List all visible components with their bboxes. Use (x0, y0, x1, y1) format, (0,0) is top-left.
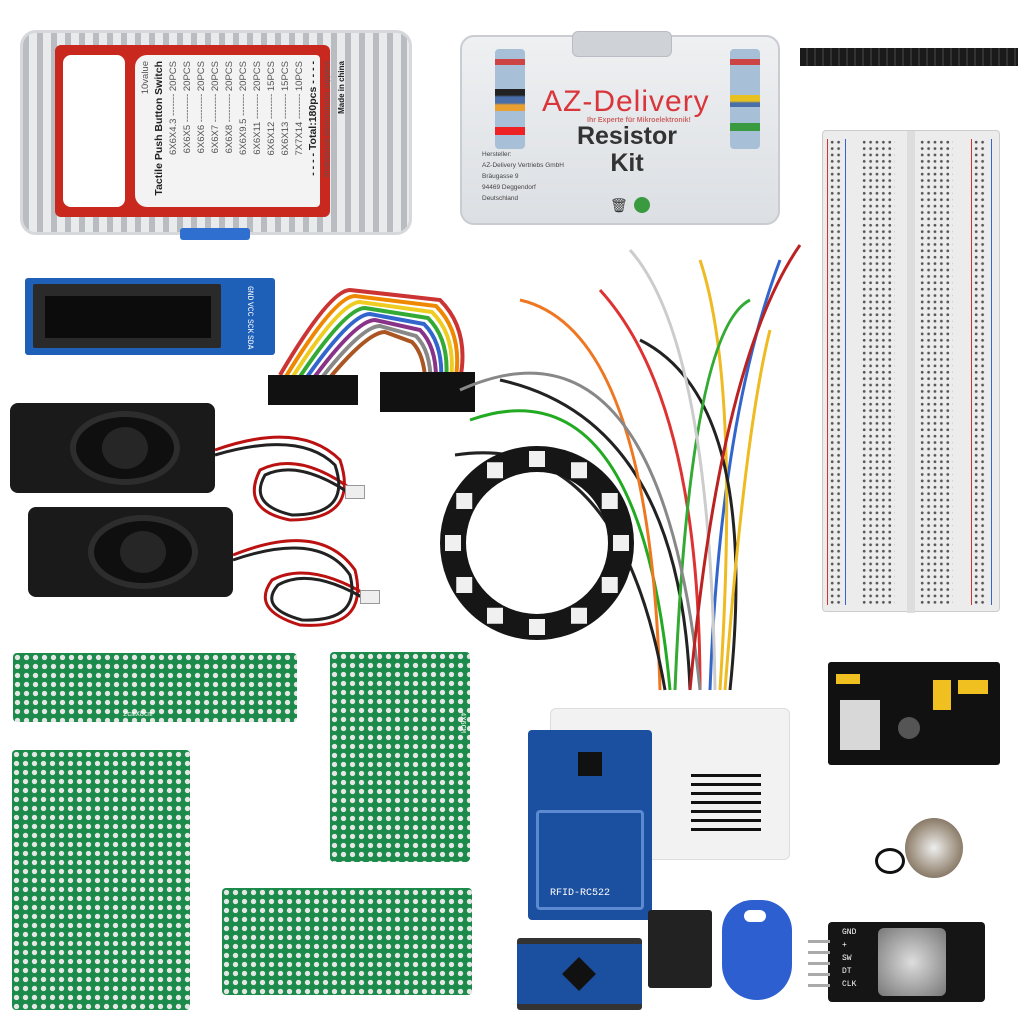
speaker-cables (214, 435, 371, 627)
brand-tagline: Ihr Experte für Mikroelektronik! (587, 117, 691, 124)
ws2812-led (613, 535, 629, 551)
kit-title: Resistor Kit (576, 122, 678, 177)
pin-label: SDA (245, 335, 254, 350)
led-ring (440, 446, 634, 640)
resistor-kit-box: AZ-Delivery Ihr Experte für Mikroelektro… (460, 31, 780, 225)
ws2812-led (571, 462, 587, 479)
breadboard (822, 130, 1000, 613)
pin-label: GND (842, 928, 857, 937)
push-button-label: 10value Tactile Push Button Switch 6X6X4… (55, 45, 346, 217)
ribbon-connectors (268, 375, 358, 405)
switch-diagrams (63, 55, 125, 207)
pin-label: DT (842, 967, 852, 976)
resistor-graphic (730, 49, 760, 149)
perfboard-large (12, 750, 190, 1010)
perfboard-wide (222, 888, 472, 995)
pin-label: + (842, 941, 847, 950)
ws2812-led (445, 535, 461, 551)
metal-push-button (905, 818, 963, 878)
rfid-rc522-module: RFID-RC522 (528, 730, 652, 920)
perfboard-2x8: 2cmX8cm (13, 653, 297, 722)
rfid-label: RFID-RC522 (550, 888, 611, 899)
ws2812-led (487, 607, 503, 624)
pin-label: SW (842, 954, 852, 963)
resistor-graphic (495, 49, 525, 149)
ws2812-led (487, 462, 503, 479)
speaker-connector (345, 485, 365, 499)
box-latch (180, 228, 250, 240)
perfboard-4x6: 4X6CM (330, 652, 470, 862)
pin-label: CLK (842, 980, 857, 989)
ws2812-led (456, 493, 473, 509)
pin-label: VCC (245, 302, 254, 317)
speaker (28, 507, 233, 597)
speaker (10, 403, 215, 493)
oled-display-module: GND VCC SCK SDA (25, 278, 275, 355)
ws2812-led (529, 451, 545, 467)
ws2812-led (601, 577, 618, 593)
jumper-wires (454, 244, 802, 691)
mp3-sd-module (648, 910, 712, 988)
encoder-pins (808, 940, 830, 988)
pin-label: GND (245, 286, 254, 301)
o-ring (875, 848, 905, 874)
arduino-nano (517, 938, 642, 1010)
ribbon-connectors (380, 372, 475, 412)
rfid-keyfob (722, 900, 792, 1000)
pin-header (800, 48, 1018, 66)
speaker-connector (360, 590, 380, 604)
ws2812-led (456, 577, 473, 593)
brand-logo: AZ-Delivery (542, 85, 710, 118)
ws2812-led (571, 607, 587, 624)
weee-icon: 🗑 (610, 197, 628, 213)
recycle-icon (634, 197, 650, 213)
breadboard-power-module (828, 662, 1000, 765)
ws2812-led (601, 493, 618, 509)
rotary-encoder-module: GND + SW DT CLK (828, 922, 985, 1002)
pin-label: SCK (245, 318, 254, 334)
ws2812-led (529, 619, 545, 635)
